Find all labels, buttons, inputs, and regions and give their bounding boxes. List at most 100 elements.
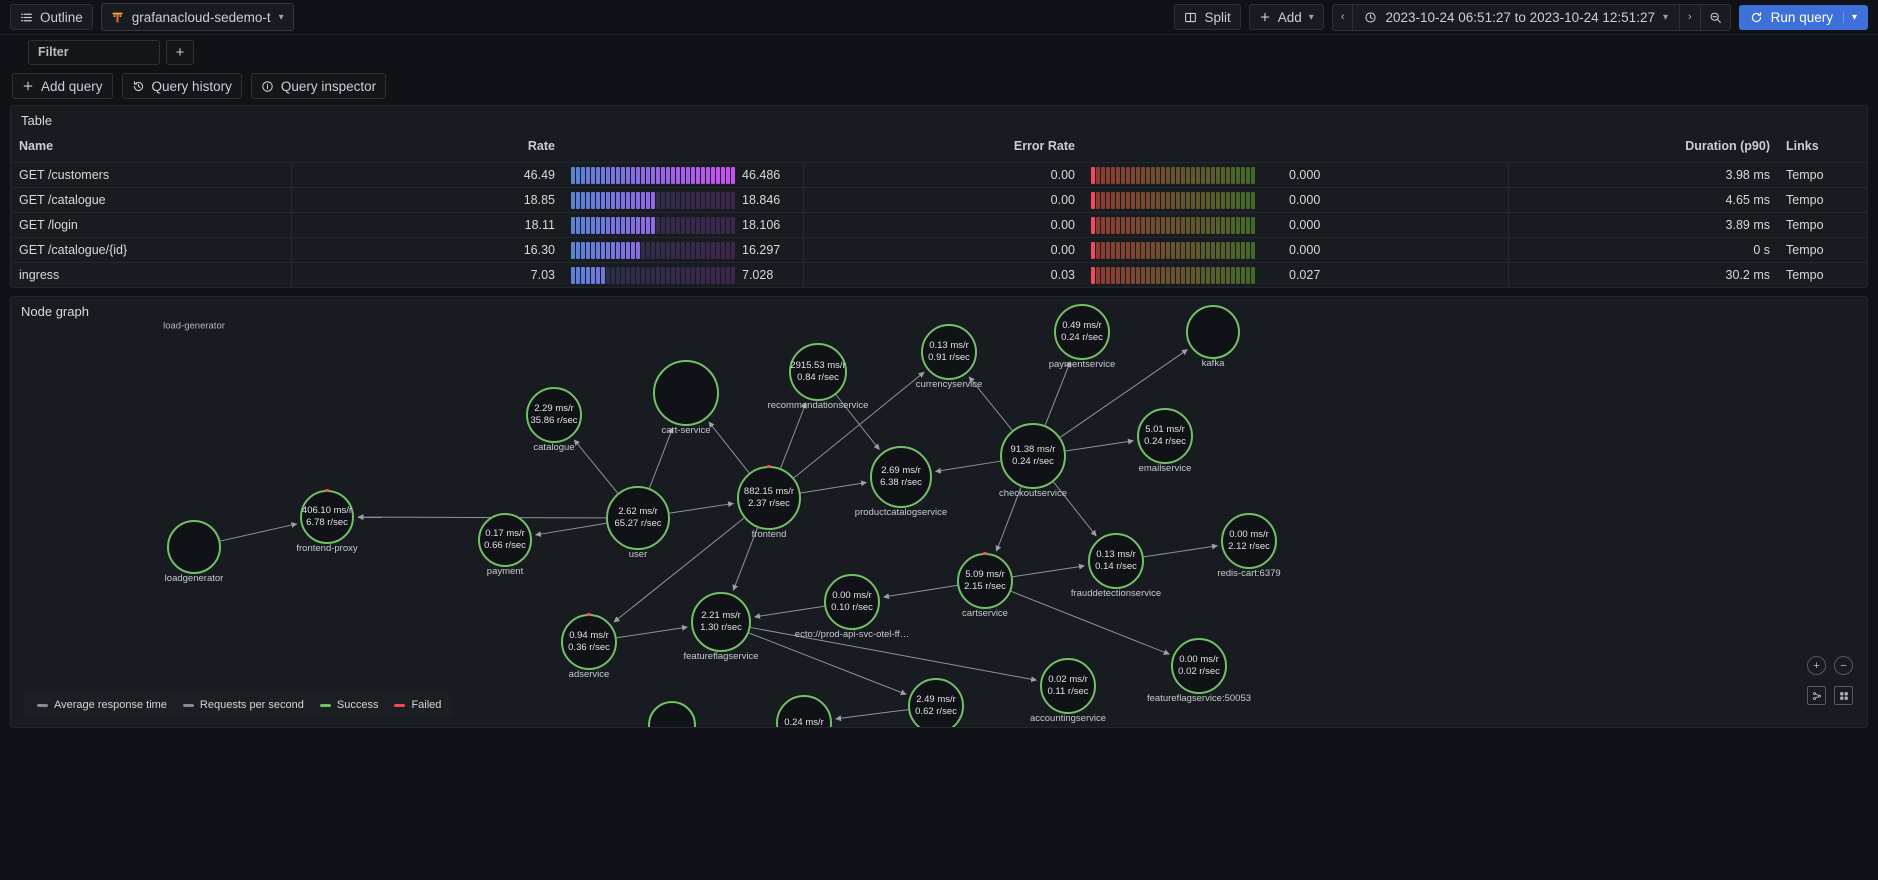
cell-link-tempo[interactable]: Tempo bbox=[1778, 187, 1868, 213]
cell-duration: 3.89 ms bbox=[1507, 212, 1778, 238]
node-label: featureflagservice:50053 bbox=[1146, 693, 1252, 704]
node-response-time: 5.09 ms/r bbox=[965, 569, 1005, 580]
col-header-rate[interactable]: Rate bbox=[527, 139, 555, 153]
node-graph-edge bbox=[883, 584, 958, 600]
node-error-arc bbox=[587, 613, 591, 616]
node-response-time: 0.17 ms/r bbox=[485, 528, 525, 539]
datasource-picker[interactable]: grafanacloud-sedemo-t ▾ bbox=[100, 3, 294, 31]
legend-item[interactable]: Success bbox=[319, 699, 378, 711]
col-header-links[interactable]: Links bbox=[1786, 139, 1819, 153]
zoom-out-icon[interactable]: − bbox=[1834, 656, 1853, 675]
node-request-rate: 0.66 r/sec bbox=[484, 540, 526, 551]
filter-row: Filter + bbox=[0, 35, 1878, 67]
node-circle bbox=[648, 701, 696, 727]
grid-icon[interactable] bbox=[1834, 686, 1853, 705]
cell-link-tempo[interactable]: Tempo bbox=[1778, 162, 1868, 188]
cell-error-rate: 0.00 bbox=[802, 187, 1083, 213]
chevron-down-icon: ▾ bbox=[278, 11, 284, 23]
run-query-button[interactable]: Run query ▾ bbox=[1738, 4, 1868, 30]
outline-button[interactable]: Outline bbox=[10, 4, 93, 30]
node-graph-edge bbox=[835, 709, 909, 722]
query-history-label: Query history bbox=[151, 78, 232, 94]
node-response-time: 0.00 ms/r bbox=[832, 590, 872, 601]
add-button[interactable]: Add ▾ bbox=[1248, 4, 1324, 30]
node-graph-edge bbox=[748, 632, 907, 696]
node-label: currencyservice bbox=[915, 379, 983, 390]
query-inspector-button[interactable]: Query inspector bbox=[250, 73, 387, 99]
cell-link-tempo[interactable]: Tempo bbox=[1778, 262, 1868, 287]
zoom-in-icon[interactable]: + bbox=[1807, 656, 1826, 675]
time-range-next-button[interactable]: › bbox=[1679, 4, 1700, 30]
cell-name: GET /login bbox=[11, 212, 291, 238]
add-label: Add bbox=[1277, 9, 1302, 25]
split-button[interactable]: Split bbox=[1174, 4, 1241, 30]
node-label: paymentservice bbox=[1048, 359, 1116, 370]
datasource-label: grafanacloud-sedemo-t bbox=[131, 9, 271, 25]
info-circle-icon bbox=[261, 80, 274, 93]
zoom-out-button[interactable] bbox=[1699, 4, 1730, 30]
cell-error-value: 0.000 bbox=[1283, 162, 1508, 188]
add-filter-button[interactable]: + bbox=[166, 39, 194, 65]
query-history-button[interactable]: Query history bbox=[121, 73, 242, 99]
node-graph-node[interactable]: 0.24 ms/r bbox=[776, 695, 832, 727]
hierarchy-icon[interactable] bbox=[1807, 686, 1826, 705]
legend-item[interactable]: Requests per second bbox=[182, 699, 304, 711]
filter-input[interactable]: Filter bbox=[28, 39, 160, 65]
cell-error-rate: 0.03 bbox=[802, 262, 1083, 287]
time-range-picker[interactable]: ‹ 2023-10-24 06:51:27 to 2023-10-24 12:5… bbox=[1331, 3, 1731, 31]
node-graph-node[interactable]: kafka bbox=[1186, 305, 1240, 369]
time-range-value[interactable]: 2023-10-24 06:51:27 to 2023-10-24 12:51:… bbox=[1352, 4, 1679, 30]
node-label: emailservice bbox=[1138, 463, 1192, 474]
legend-item[interactable]: Failed bbox=[394, 699, 441, 711]
cell-link-tempo[interactable]: Tempo bbox=[1778, 237, 1868, 263]
add-query-button[interactable]: Add query bbox=[12, 73, 113, 99]
cell-link-tempo[interactable]: Tempo bbox=[1778, 212, 1868, 238]
col-header-name[interactable]: Name bbox=[19, 139, 54, 153]
cell-name: GET /customers bbox=[11, 162, 291, 188]
node-graph-node[interactable]: loadgenerator bbox=[165, 520, 223, 584]
legend-item[interactable]: Average response time bbox=[37, 699, 167, 711]
node-graph-node[interactable] bbox=[648, 701, 696, 727]
col-header-duration[interactable]: Duration (p90) bbox=[1685, 139, 1770, 153]
chevron-right-icon: › bbox=[1688, 11, 1692, 23]
cell-rate-gauge: 7.028 bbox=[563, 262, 803, 287]
node-graph-node[interactable]: cart-service bbox=[653, 360, 719, 436]
node-request-rate: 0.62 r/sec bbox=[915, 706, 957, 717]
col-header-error-rate[interactable]: Error Rate bbox=[1013, 139, 1075, 153]
node-graph-edge bbox=[934, 460, 1001, 474]
time-range-prev-button[interactable]: ‹ bbox=[1333, 5, 1353, 30]
